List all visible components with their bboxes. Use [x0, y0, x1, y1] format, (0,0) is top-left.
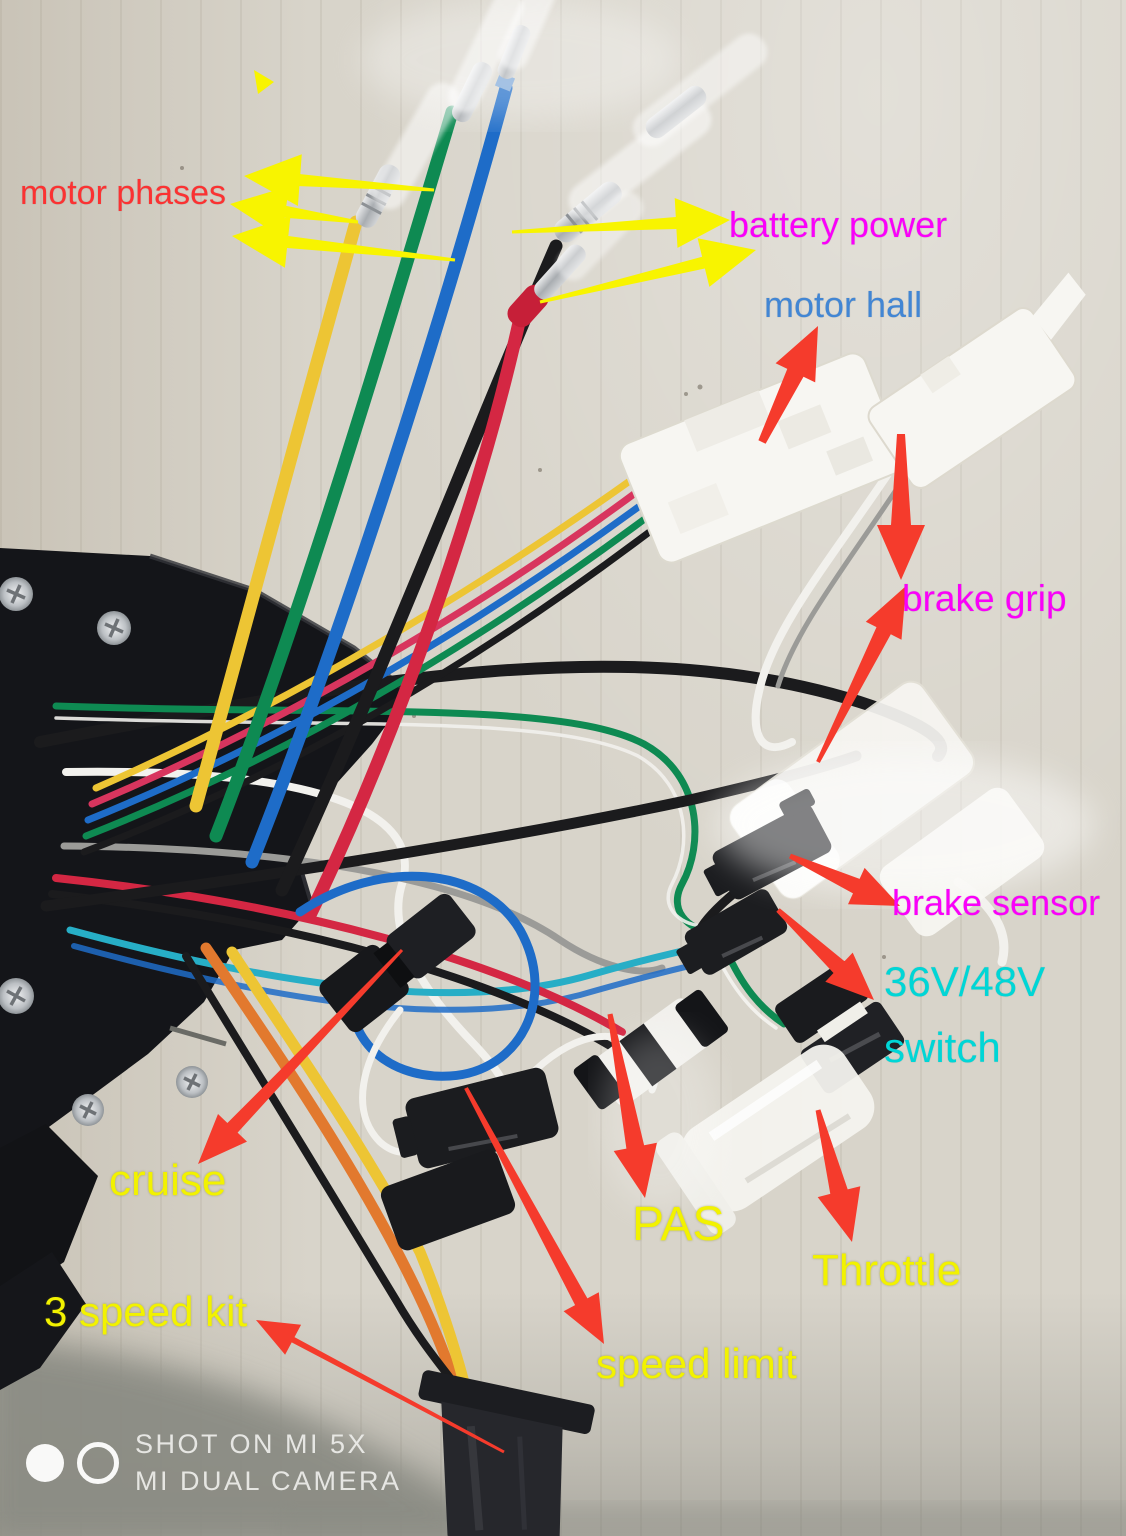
- arrow-voltage-switch: [776, 908, 874, 1000]
- wire-white-loop: [62, 767, 511, 1096]
- sleeve: [372, 82, 460, 210]
- label-brake-sensor: brake sensor: [892, 882, 1101, 923]
- arrow-motor-phase-2: [230, 186, 359, 238]
- label-battery-power: battery power: [729, 204, 948, 245]
- wire-phase-blue: [245, 81, 513, 869]
- arrow-battery-1: [511, 198, 730, 248]
- label-speed-limit: speed limit: [596, 1340, 797, 1387]
- screw: [97, 611, 131, 645]
- motor-hall-connector: [618, 352, 906, 564]
- label-motor-phases: motor phases: [20, 174, 226, 212]
- watermark: SHOT ON MI 5X MI DUAL CAMERA: [26, 1426, 402, 1500]
- arrow-motor-phase-3: [232, 216, 456, 268]
- watermark-text: SHOT ON MI 5X MI DUAL CAMERA: [135, 1426, 402, 1500]
- glare: [360, 0, 1095, 1210]
- label-voltage-switch-line1: 36V/48V: [884, 958, 1046, 1005]
- yellow-triangle-mark: [254, 70, 274, 94]
- annotation-arrows: [198, 154, 925, 1454]
- arrow-motor-phase-1: [244, 154, 435, 206]
- sleeve: [632, 33, 768, 147]
- label-brake-grip: brake grip: [902, 578, 1067, 619]
- camera-dot-icon: [26, 1444, 64, 1482]
- arrow-brake-grip-down: [877, 434, 925, 580]
- wires: [34, 81, 1009, 1404]
- arrow-battery-2: [539, 238, 756, 304]
- label-voltage-switch-line2: switch: [884, 1024, 1001, 1071]
- watermark-line1: SHOT ON MI 5X: [135, 1429, 369, 1459]
- connectors: [319, 0, 1086, 1536]
- arrow-speed-limit: [464, 1087, 604, 1344]
- voltage-switch-connector: [676, 889, 788, 975]
- dual-camera-icon: [26, 1442, 119, 1484]
- arrow-cruise: [198, 949, 404, 1164]
- wire-black-3speed: [182, 952, 466, 1398]
- label-pas: PAS: [632, 1198, 725, 1251]
- three-speed-connector: [418, 1370, 595, 1536]
- wire-hall-blue: [84, 493, 656, 824]
- desk-shadow: [0, 1337, 1126, 1536]
- arrow-pas: [607, 1013, 657, 1198]
- wire-battery-red: [303, 311, 527, 922]
- desk-specks: [180, 166, 886, 959]
- label-cruise: cruise: [109, 1156, 227, 1205]
- wire-phase-yellow: [189, 215, 363, 813]
- label-throttle: Throttle: [812, 1246, 962, 1295]
- wire-hall-red: [88, 478, 654, 808]
- wire-hall-yellow: [92, 464, 652, 792]
- sleeve: [556, 191, 644, 281]
- label-motor-hall: motor hall: [764, 284, 923, 325]
- speed-limit-connector-2: [380, 1149, 516, 1251]
- screw: [176, 1066, 208, 1098]
- arrow-brake-grip-up: [816, 586, 906, 763]
- watermark-line2: MI DUAL CAMERA: [135, 1466, 402, 1496]
- screw: [72, 1094, 104, 1126]
- camera-ring-icon: [77, 1442, 119, 1484]
- screw: [0, 978, 34, 1014]
- arrow-motor-hall: [758, 326, 818, 444]
- arrow-brake-sensor: [789, 853, 900, 906]
- wire-brake-twisted: [751, 464, 896, 751]
- arrow-throttle: [815, 1109, 861, 1242]
- wire-orange-3speed: [200, 942, 464, 1402]
- wire-phase-green: [209, 105, 459, 843]
- screw: [0, 577, 33, 611]
- label-three-speed-kit: 3 speed kit: [44, 1288, 248, 1335]
- arrow-three-speed-kit: [256, 1320, 505, 1454]
- motor-hall-mate-connector: [867, 272, 1086, 489]
